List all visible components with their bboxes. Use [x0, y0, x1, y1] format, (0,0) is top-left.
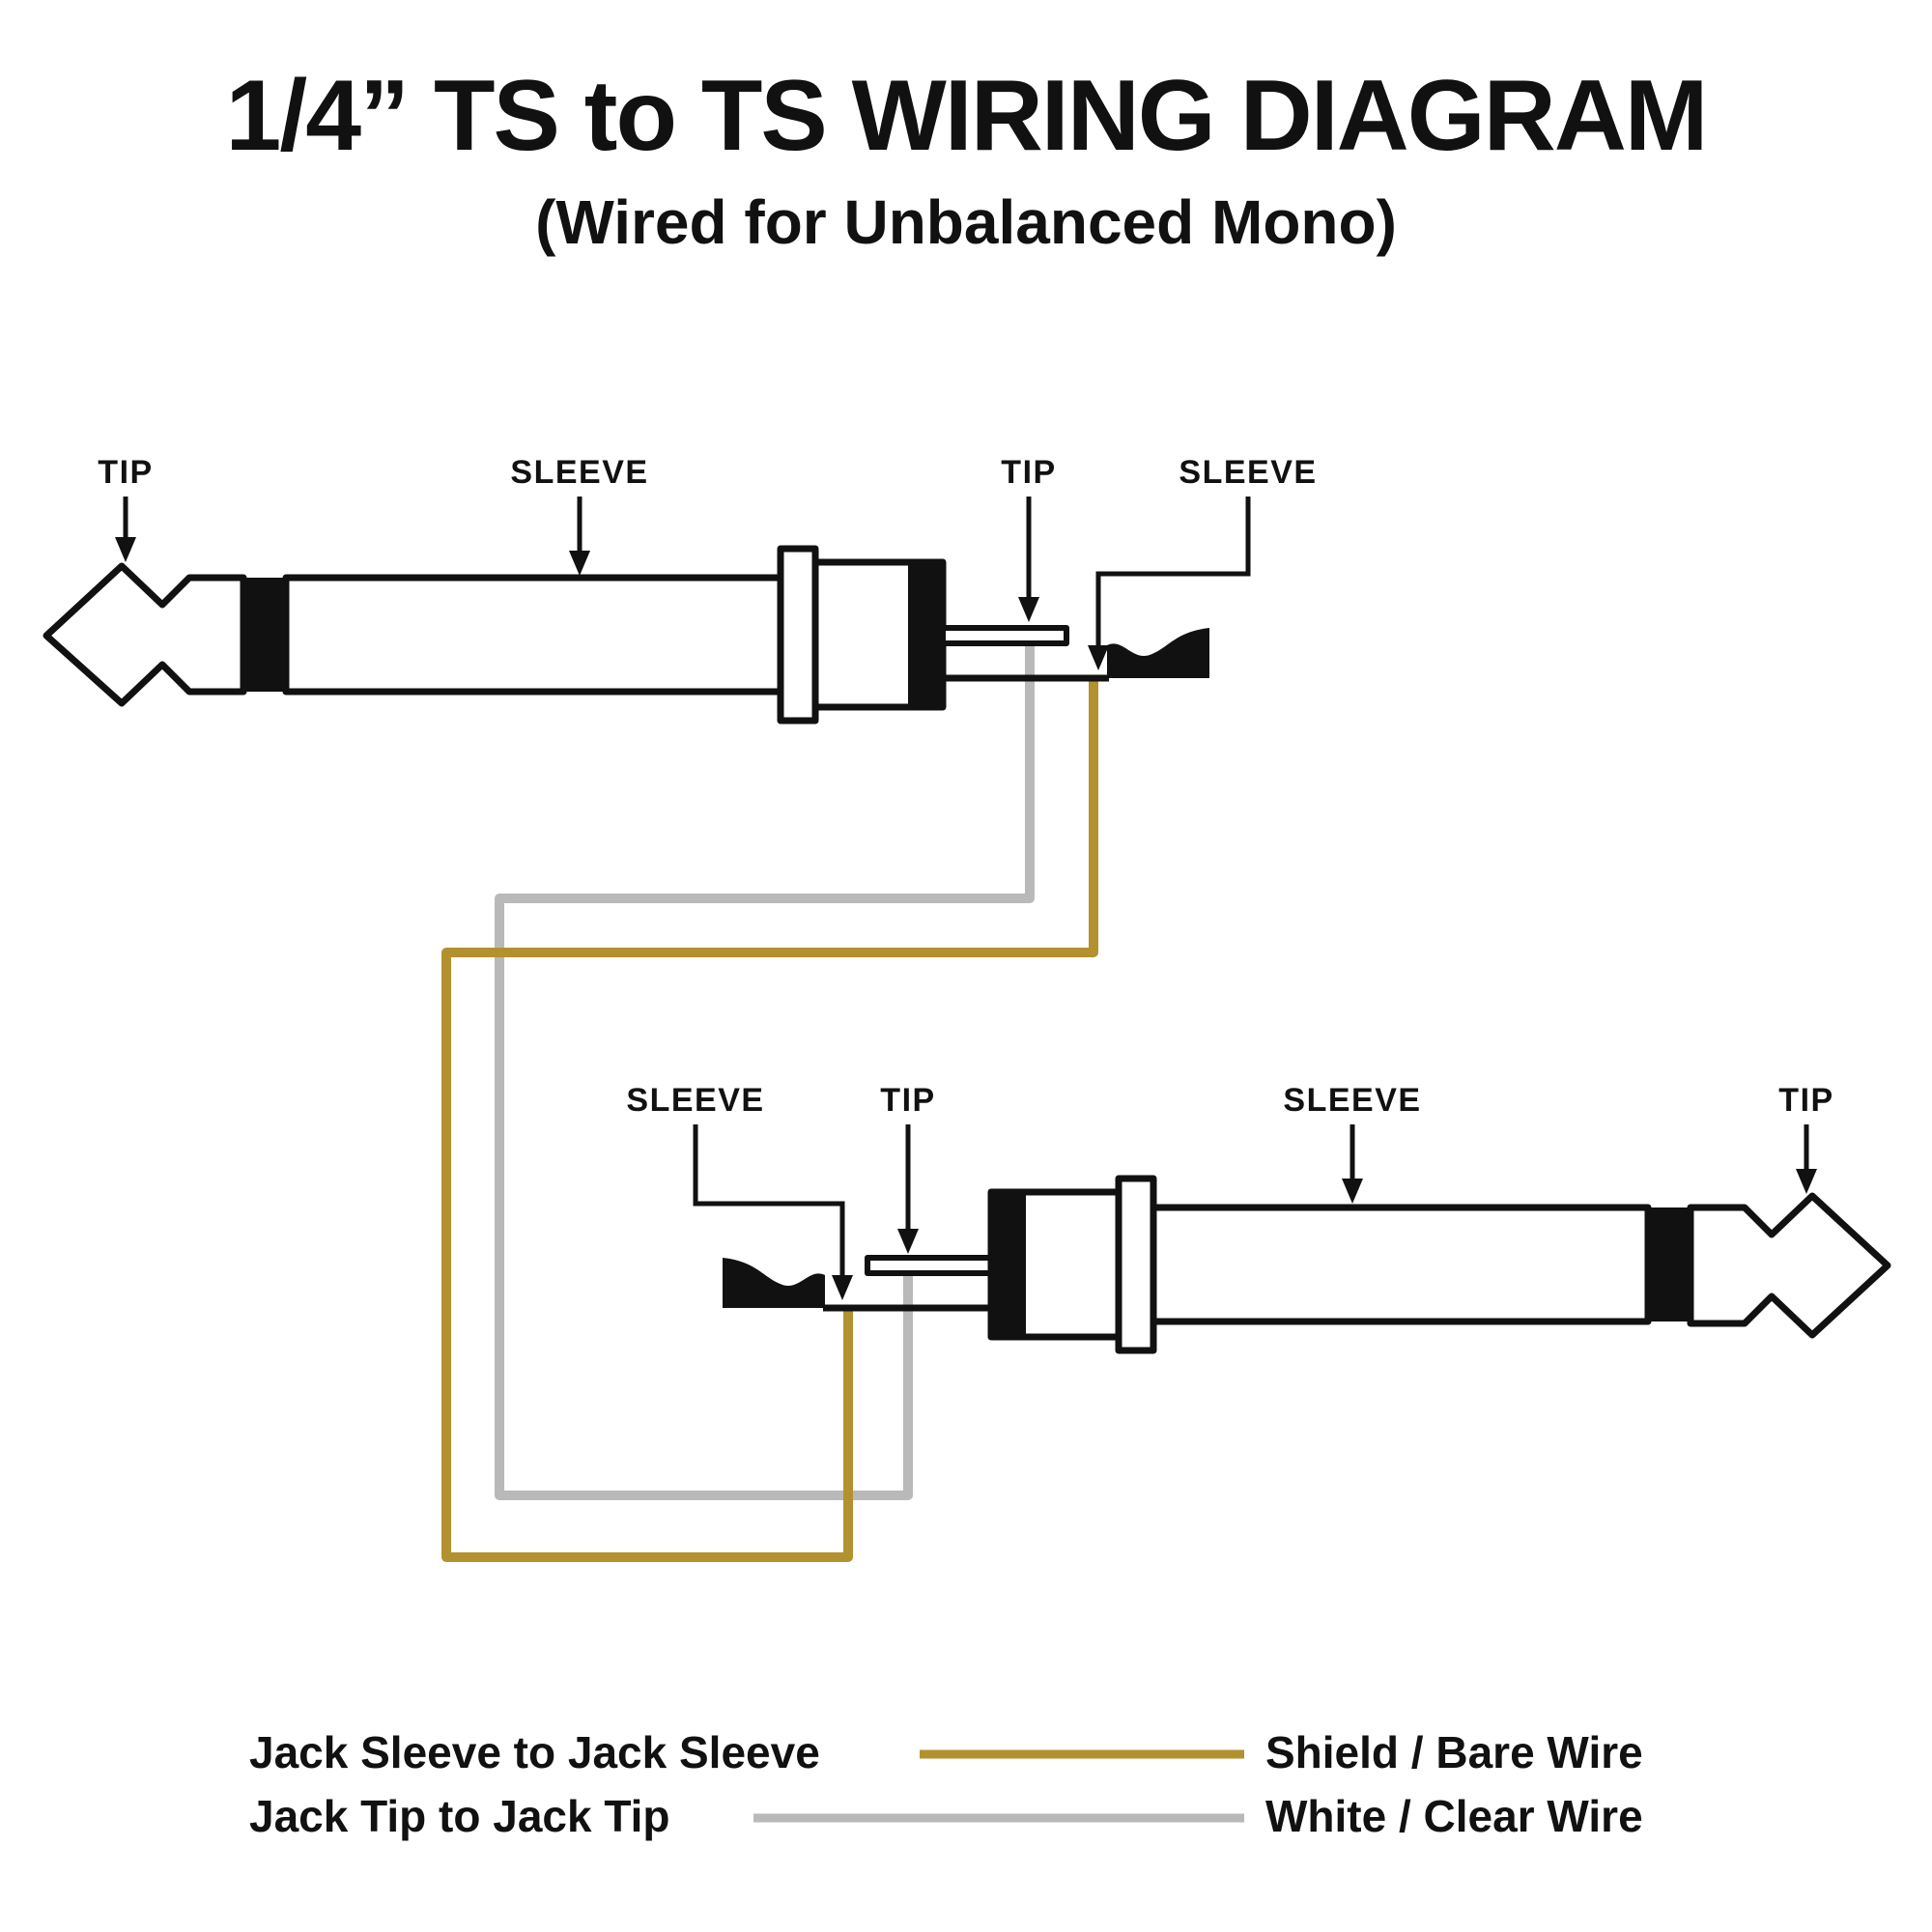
top-plug-tip — [43, 562, 247, 707]
legend: Jack Sleeve to Jack Sleeve Shield / Bare… — [249, 1727, 1643, 1841]
bottom-tip-leader — [1796, 1124, 1817, 1194]
legend-wire-clear: White / Clear Wire — [1265, 1791, 1643, 1841]
top-plug-sleeve-barrel — [282, 574, 784, 696]
bottom-plug-tip — [1687, 1192, 1891, 1339]
sleeve-to-sleeve-wire — [441, 678, 1098, 1562]
top-tip-terminal-label: TIP — [1001, 454, 1056, 491]
bottom-plug-sleeve-terminal — [723, 1258, 825, 1308]
bottom-labels: SLEEVE TIP SLEEVE TIP — [626, 1082, 1833, 1300]
top-plug-tip-terminal — [940, 625, 1069, 646]
legend-wire-shield: Shield / Bare Wire — [1265, 1727, 1643, 1777]
bottom-sleeve-terminal-leader — [693, 1124, 853, 1300]
top-sleeve-terminal-leader — [1088, 497, 1251, 670]
bottom-sleeve-leader — [1342, 1124, 1363, 1204]
arrowhead-icon — [569, 551, 590, 576]
arrowhead-icon — [832, 1275, 853, 1300]
top-plug-body-band — [908, 562, 943, 707]
legend-connection-sleeve: Jack Sleeve to Jack Sleeve — [249, 1727, 820, 1777]
arrowhead-icon — [1342, 1179, 1363, 1204]
arrowhead-icon — [1018, 597, 1039, 622]
diagram-subtitle: (Wired for Unbalanced Mono) — [535, 187, 1397, 257]
bottom-plug-sleeve-barrel — [1150, 1204, 1652, 1325]
bottom-plug-collar — [1115, 1175, 1157, 1354]
arrowhead-icon — [1088, 645, 1109, 670]
top-plug-sleeve-terminal — [1107, 628, 1209, 678]
tip-to-tip-wire — [495, 643, 1035, 1500]
arrowhead-icon — [1796, 1169, 1817, 1194]
bottom-sleeve-label: SLEEVE — [1283, 1082, 1421, 1119]
top-plug-insulator-band — [243, 578, 286, 692]
bottom-plug-body-band — [991, 1192, 1026, 1337]
top-tip-leader — [115, 497, 136, 562]
bottom-plug — [723, 1175, 1891, 1354]
top-labels: TIP SLEEVE TIP SLEEVE — [98, 454, 1317, 670]
top-sleeve-label: SLEEVE — [510, 454, 648, 491]
bottom-plug-insulator-band — [1648, 1208, 1690, 1321]
top-sleeve-terminal-label: SLEEVE — [1179, 454, 1317, 491]
top-sleeve-leader — [569, 497, 590, 576]
arrowhead-icon — [897, 1229, 919, 1254]
top-tip-label: TIP — [98, 454, 153, 491]
top-tip-terminal-leader — [1018, 497, 1039, 622]
arrowhead-icon — [115, 537, 136, 562]
legend-connection-tip: Jack Tip to Jack Tip — [249, 1791, 670, 1841]
wires — [441, 643, 1098, 1562]
top-plug-collar — [777, 545, 819, 724]
bottom-sleeve-terminal-label: SLEEVE — [626, 1082, 764, 1119]
bottom-tip-label: TIP — [1778, 1082, 1833, 1119]
bottom-plug-tip-terminal — [865, 1255, 994, 1276]
diagram-title: 1/4” TS to TS WIRING DIAGRAM — [226, 60, 1707, 172]
top-plug — [43, 545, 1209, 724]
bottom-tip-terminal-label: TIP — [880, 1082, 935, 1119]
bottom-tip-terminal-leader — [897, 1124, 919, 1254]
